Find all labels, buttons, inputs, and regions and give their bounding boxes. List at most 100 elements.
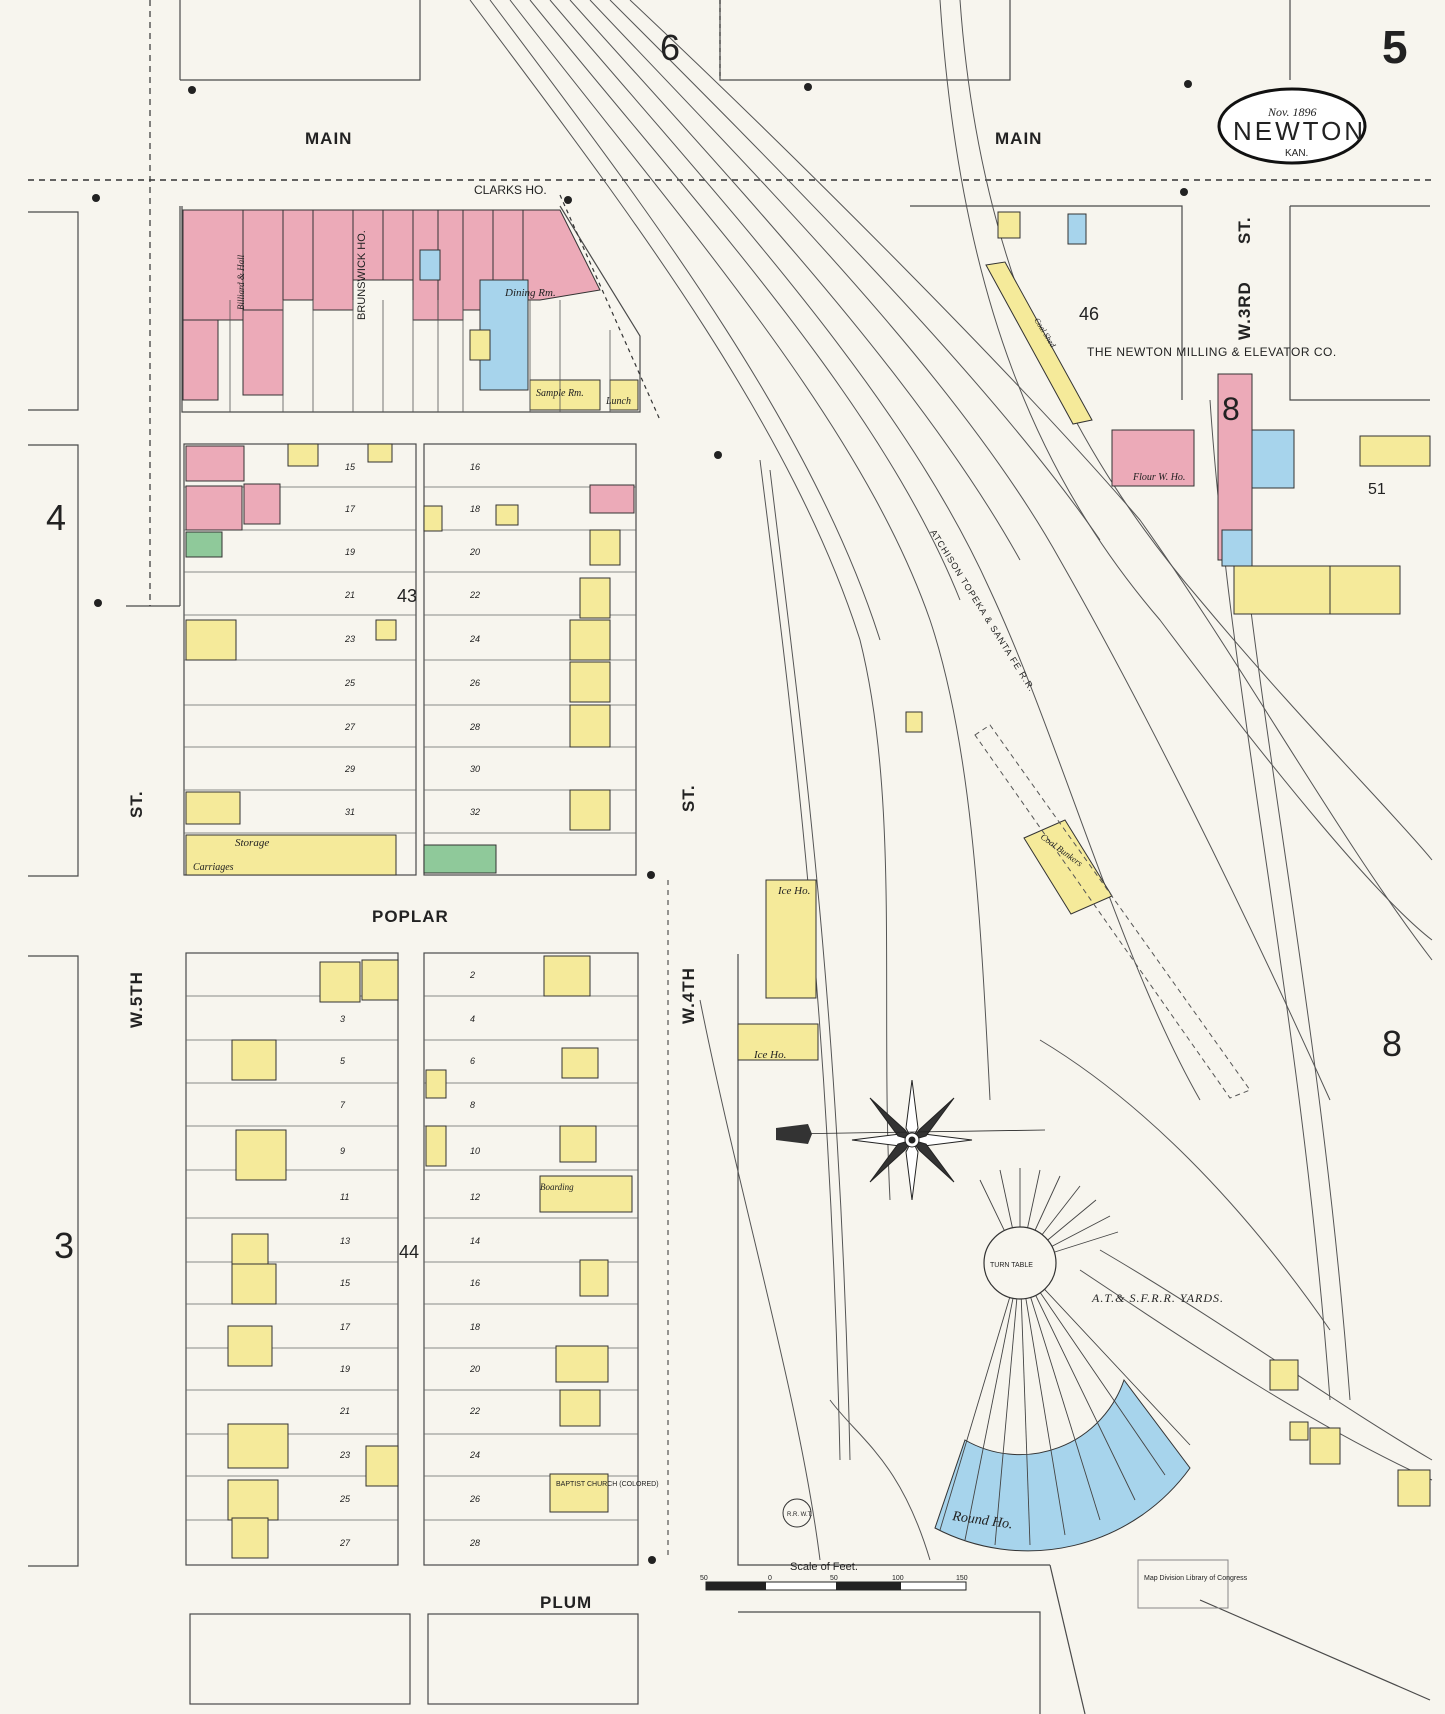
label-billiards: Billiard & Hall (236, 254, 246, 310)
railroad-tracks (469, 0, 1433, 1561)
label-lunch: Lunch (605, 396, 631, 407)
block-44: 44 (399, 1242, 419, 1262)
round-house (934, 1378, 1191, 1552)
svg-text:20: 20 (469, 547, 480, 557)
title-cartouche (1217, 87, 1367, 165)
svg-text:22: 22 (469, 1406, 480, 1416)
svg-text:8: 8 (470, 1100, 475, 1110)
scale-tick-150: 150 (956, 1575, 968, 1582)
svg-text:4: 4 (470, 1014, 475, 1024)
svg-text:7: 7 (340, 1100, 346, 1110)
svg-text:16: 16 (470, 1278, 480, 1288)
svg-text:21: 21 (344, 590, 355, 600)
svg-text:2: 2 (469, 970, 475, 980)
svg-text:16: 16 (470, 462, 480, 472)
block-44-lot-lines (186, 995, 638, 1521)
svg-text:13: 13 (340, 1236, 350, 1246)
label-carriages: Carriages (193, 862, 234, 873)
street-plum: PLUM (540, 1593, 592, 1612)
svg-text:24: 24 (469, 634, 480, 644)
block-43-buildings (185, 443, 635, 876)
street-w3rd-st: ST. (1235, 216, 1254, 244)
scale-tick-50: 50 (830, 1575, 838, 1582)
scale-bar (705, 1581, 967, 1591)
svg-text:9: 9 (340, 1146, 345, 1156)
svg-text:27: 27 (344, 722, 356, 732)
svg-text:30: 30 (470, 764, 480, 774)
label-yards: A.T.& S.F.R.R. YARDS. (1091, 1291, 1224, 1305)
label-milling: THE NEWTON MILLING & ELEVATOR CO. (1087, 345, 1337, 359)
block-8: 8 (1222, 391, 1240, 427)
adjacent-sheet-8: 8 (1382, 1023, 1402, 1064)
block-44-buildings (227, 955, 633, 1559)
city-name: NEWTON (1233, 116, 1366, 146)
page-number: 5 (1382, 21, 1408, 73)
rail-structures (737, 211, 1431, 1507)
label-baptist: BAPTIST CHURCH (COLORED) (556, 1481, 659, 1488)
street-w5th-st: ST. (127, 790, 146, 818)
label-rr-wt: R.R. W.T. (787, 1512, 813, 1518)
coal-track-outline (974, 724, 1251, 1099)
sheet-date: Nov. 1896 (1267, 105, 1316, 119)
turn-table (983, 1226, 1057, 1300)
hydrant-markers (92, 80, 1192, 1564)
svg-text:3: 3 (340, 1014, 345, 1024)
adjacent-sheet-6: 6 (660, 27, 680, 68)
svg-text:29: 29 (344, 764, 355, 774)
street-main-left: MAIN (305, 129, 352, 148)
svg-text:18: 18 (470, 504, 480, 514)
svg-text:17: 17 (340, 1322, 351, 1332)
svg-text:23: 23 (339, 1450, 350, 1460)
svg-text:6: 6 (470, 1056, 475, 1066)
street-w4th: W.4TH (679, 967, 698, 1024)
svg-text:31: 31 (345, 807, 355, 817)
compass-rose-icon (779, 1079, 1046, 1201)
svg-text:26: 26 (469, 678, 480, 688)
label-ice-ho-1: Ice Ho. (777, 885, 810, 897)
adjacent-sheet-3: 3 (54, 1225, 74, 1266)
block-46: 46 (1079, 304, 1099, 324)
label-dining-rm: Dining Rm. (504, 287, 556, 299)
label-stamp: Map Division Library of Congress (1144, 1575, 1248, 1582)
svg-text:21: 21 (339, 1406, 350, 1416)
north-arrow-icon (776, 1124, 812, 1144)
street-w3rd: W.3RD (1235, 281, 1254, 340)
svg-text:28: 28 (469, 1538, 480, 1548)
svg-text:5: 5 (340, 1056, 346, 1066)
svg-text:23: 23 (344, 634, 355, 644)
label-flour-wh: Flour W. Ho. (1132, 472, 1185, 483)
svg-text:22: 22 (469, 590, 480, 600)
label-boarding: Boarding (540, 1182, 574, 1192)
label-turn-table: TURN TABLE (990, 1262, 1033, 1269)
svg-text:19: 19 (345, 547, 355, 557)
state-name: KAN. (1285, 148, 1308, 159)
street-w4th-st: ST. (679, 784, 698, 812)
svg-text:11: 11 (340, 1192, 349, 1202)
svg-text:28: 28 (469, 722, 480, 732)
label-ice-ho-2: Ice Ho. (753, 1049, 786, 1061)
svg-text:18: 18 (470, 1322, 480, 1332)
adjacent-sheet-4: 4 (46, 497, 66, 538)
street-main-right: MAIN (995, 129, 1042, 148)
svg-text:14: 14 (470, 1236, 480, 1246)
street-w5th: W.5TH (127, 971, 146, 1028)
water-tower-icon (782, 1498, 812, 1528)
svg-text:17: 17 (345, 504, 356, 514)
svg-text:27: 27 (339, 1538, 351, 1548)
label-scale: Scale of Feet. (790, 1561, 858, 1573)
svg-text:10: 10 (470, 1146, 480, 1156)
svg-text:12: 12 (470, 1192, 480, 1202)
svg-text:15: 15 (345, 462, 356, 472)
svg-text:32: 32 (470, 807, 480, 817)
label-storage: Storage (235, 837, 269, 849)
adjacent-sheet-51: 51 (1368, 481, 1386, 498)
water-pipe-line-3 (559, 194, 661, 421)
street-poplar: POPLAR (372, 907, 449, 926)
svg-text:19: 19 (340, 1364, 350, 1374)
svg-text:26: 26 (469, 1494, 480, 1504)
svg-text:25: 25 (339, 1494, 351, 1504)
scale-tick-50a: 50 (700, 1575, 708, 1582)
